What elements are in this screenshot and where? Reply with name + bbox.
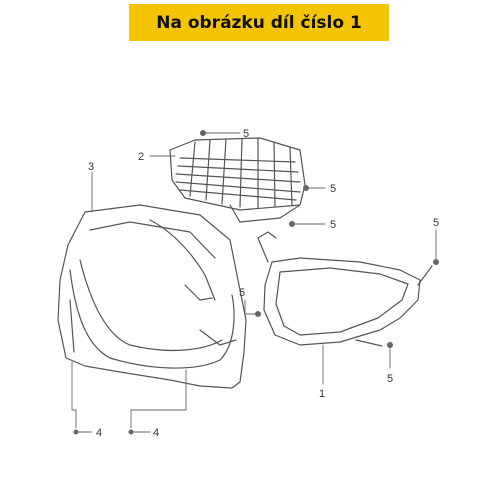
- callout-3: 3: [88, 161, 94, 173]
- callout-5: 5: [239, 287, 245, 299]
- leader-lines: [71, 132, 437, 433]
- callout-5: 5: [330, 183, 336, 195]
- callout-5: 5: [387, 373, 393, 385]
- screw-icons: [73, 130, 439, 435]
- part-2-grille: [169, 137, 306, 223]
- part-1-inner-shield: [257, 231, 433, 347]
- callout-1: 1: [319, 388, 325, 400]
- callout-2: 2: [138, 151, 144, 163]
- callout-4: 4: [153, 427, 159, 439]
- part-3-front-panel: [57, 204, 247, 389]
- callout-5: 5: [243, 128, 249, 140]
- callout-5: 5: [330, 219, 336, 231]
- banner-title: Na obrázku díl číslo 1: [156, 12, 362, 33]
- title-banner: Na obrázku díl číslo 1: [129, 4, 389, 41]
- callout-4: 4: [96, 427, 102, 439]
- callout-5: 5: [433, 217, 439, 229]
